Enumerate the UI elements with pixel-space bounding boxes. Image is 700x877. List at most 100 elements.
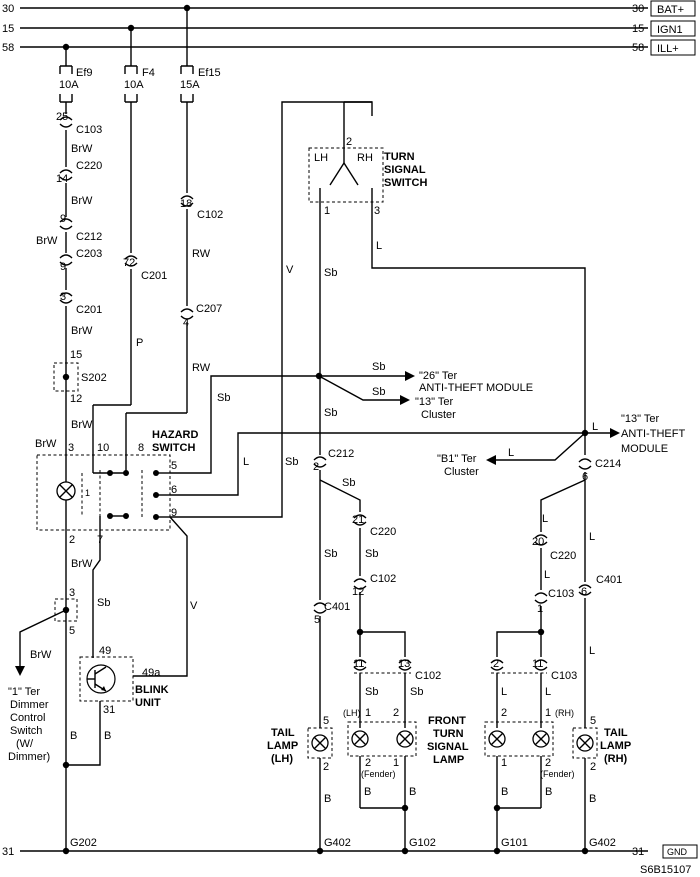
tail-rh-pin-bot: 2: [590, 761, 596, 773]
bat-tag: BAT+: [657, 4, 684, 16]
rh-turn-wiring: [371, 202, 620, 728]
front-lh-pin2: 2: [393, 707, 399, 719]
gnd-rail-right: 31: [632, 846, 644, 858]
c201-label-left: C201: [76, 304, 102, 316]
c103-front-pin-b: 11: [532, 658, 543, 670]
wire-b-frontlh2: B: [409, 786, 416, 798]
ground-g402-right: G402: [589, 837, 616, 849]
c102-label-mid: C102: [370, 573, 396, 585]
hazard-pin-5: 5: [171, 460, 177, 472]
wire-brw-dimmer: BrW: [30, 649, 52, 661]
c220-pin-20: 20: [532, 536, 544, 548]
ill-tag: ILL+: [657, 43, 679, 55]
ef15-column-wiring: [125, 102, 194, 450]
dimmer-line2: Dimmer: [10, 699, 49, 711]
c220-label-mid: C220: [370, 526, 396, 538]
wire-brw-5: BrW: [71, 419, 93, 431]
c401-pin-6: 6: [581, 586, 587, 598]
front-title-2: TURN: [433, 728, 464, 740]
c401-pin-5: 5: [314, 614, 320, 626]
antitheft26-line1: "26" Ter: [419, 370, 458, 382]
wire-v-blink: V: [190, 600, 198, 612]
fuse-f4-name: F4: [142, 67, 155, 79]
hazard-pin-2: 2: [69, 534, 75, 546]
c103-label: C103: [76, 124, 102, 136]
c220-pin: 14: [56, 173, 68, 185]
wire-l-col: L: [589, 531, 595, 543]
wire-b-blink: B: [104, 730, 111, 742]
c212-pin: 9: [60, 213, 66, 225]
s202-label: S202: [81, 372, 107, 384]
wire-sb-13: Sb: [372, 386, 385, 398]
ign-tag: IGN1: [657, 24, 683, 36]
hazard-switch: [36, 450, 171, 531]
diagram-code: S6B15107: [640, 864, 691, 876]
c212-pin-2: 2: [313, 461, 319, 473]
turn-signal-switch: [308, 116, 384, 203]
front-lh-tag: (LH): [343, 708, 361, 718]
c201-pin-3: 3: [60, 291, 66, 303]
antitheft13-line2: ANTI-THEFT: [621, 428, 685, 440]
clusterb1-line2: Cluster: [444, 466, 479, 478]
front-lh-pinb2: 1: [393, 757, 399, 769]
wire-brw-hazard: BrW: [35, 438, 57, 450]
wire-l-cluster: L: [508, 447, 514, 459]
wire-sb-mid: Sb: [324, 407, 337, 419]
front-lh-pin1: 1: [365, 707, 371, 719]
fuse-ef9-name: Ef9: [76, 67, 93, 79]
tail-rh-title-3: (RH): [604, 753, 628, 765]
hazard-title-2: SWITCH: [152, 442, 195, 454]
c207-pin: 4: [183, 317, 189, 329]
c102-front-pin-a: 11: [353, 658, 364, 670]
blink-title-1: BLINK: [135, 684, 169, 696]
dimmer-pin-5: 5: [69, 625, 75, 637]
tail-lh-pin-bot: 2: [323, 761, 329, 773]
c103-label-right: C103: [548, 588, 574, 600]
wire-sb-col2: Sb: [365, 548, 378, 560]
ground-g101: G101: [501, 837, 528, 849]
fuses: Ef9 10A F4 10A Ef15 15A: [59, 8, 221, 103]
wire-b-left: B: [70, 730, 77, 742]
gnd-rail-left: 31: [2, 846, 14, 858]
c201-label-mid: C201: [141, 270, 167, 282]
hazard-output-wiring: [133, 101, 585, 677]
front-rh-pinb1: 1: [501, 757, 507, 769]
wire-sb-diag: Sb: [342, 477, 355, 489]
fuse-ef15-name: Ef15: [198, 67, 221, 79]
hazard-pin-8: 8: [138, 442, 144, 454]
wire-sb-blink: Sb: [97, 597, 110, 609]
wire-brw-3: BrW: [36, 235, 58, 247]
c102-pin-18: 18: [180, 198, 192, 210]
dimmer-line6: Dimmer): [8, 751, 50, 763]
wire-b-frontlh1: B: [364, 786, 371, 798]
c207-label: C207: [196, 303, 222, 315]
c220-label-right: C220: [550, 550, 576, 562]
wire-b-frontrh1: B: [501, 786, 508, 798]
front-lh-pinb1: 2: [365, 757, 371, 769]
c103-front-pin-a: 2: [493, 658, 499, 670]
wire-l-switch: L: [376, 240, 382, 252]
c201-pin-72: 72: [123, 257, 135, 269]
wire-b-tailrh: B: [589, 793, 596, 805]
tail-lh-title-3: (LH): [271, 753, 293, 765]
turn-switch-title-2: SIGNAL: [384, 164, 426, 176]
c212-label-mid: C212: [328, 448, 354, 460]
front-lh-fender: (Fender): [361, 769, 396, 779]
c103-pin-1: 1: [537, 603, 543, 615]
wire-l-hazard6: L: [243, 456, 249, 468]
wire-v-top: V: [286, 264, 294, 276]
power-rails: 30 15 58 31 30 15 58 31 BAT+ IGN1 ILL+ G…: [2, 0, 698, 859]
turn-switch-pin-3: 3: [374, 205, 380, 217]
fuse-f4-amp: 10A: [124, 79, 144, 91]
tail-rh-pin-top: 5: [590, 715, 596, 727]
lh-turn-wiring: [313, 202, 415, 728]
c203-label: C203: [76, 248, 102, 260]
wire-brw-4: BrW: [71, 325, 93, 337]
s202-bottom-pin: 12: [70, 393, 82, 405]
wire-l-mid: L: [544, 569, 550, 581]
blink-title-2: UNIT: [135, 697, 161, 709]
c102-pin-12: 12: [352, 586, 364, 598]
cluster13-line1: "13" Ter: [415, 396, 454, 408]
c102-front-pin-b: 13: [398, 658, 410, 670]
